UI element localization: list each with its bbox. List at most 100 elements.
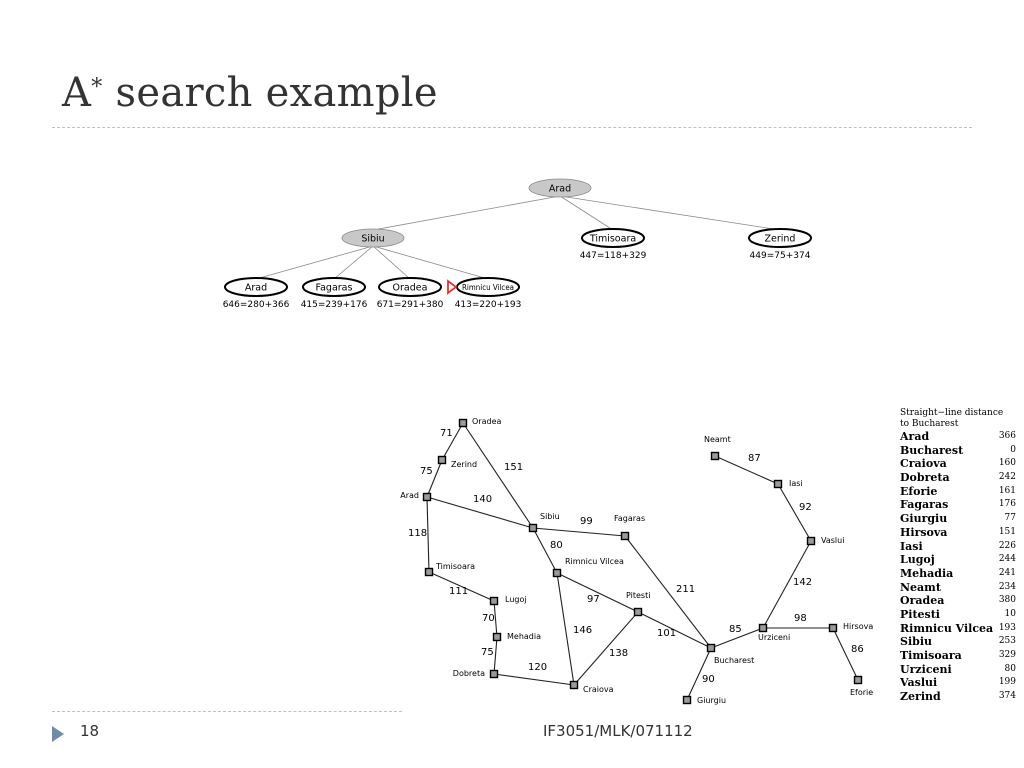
city-marker-icon	[492, 632, 502, 642]
city-label: Eforie	[850, 688, 873, 697]
tree-edge	[559, 195, 781, 231]
tree-node-oradea: Oradea 671=291+380	[377, 277, 444, 310]
title-divider	[52, 127, 972, 128]
tree-node-cost: 447=118+329	[580, 251, 647, 261]
distance-label: 86	[851, 644, 864, 655]
tree-edge	[372, 245, 489, 280]
city-label: Hirsova	[843, 622, 873, 631]
title-star: *	[91, 74, 103, 100]
city-marker-icon	[633, 607, 643, 617]
road	[441, 422, 464, 461]
tree-node-timisoara: Timisoara 447=118+329	[580, 228, 647, 261]
road	[686, 647, 712, 701]
tree-node-label: Sibiu	[361, 234, 384, 245]
distance-label: 111	[449, 586, 468, 597]
road	[532, 527, 626, 537]
table-distance: 77	[1004, 513, 1016, 524]
distance-label: 142	[793, 577, 812, 588]
distance-label: 138	[609, 648, 628, 659]
page-number: 18	[80, 722, 100, 740]
distance-label: 97	[587, 594, 600, 605]
distance-label: 90	[702, 674, 715, 685]
road	[762, 540, 812, 629]
road	[556, 572, 575, 686]
table-distance: 244	[998, 554, 1016, 565]
map-distance-labels: 71 75 151 140 118 111 70 75 120 99 80 97…	[408, 428, 864, 685]
search-tree: Arad Sibiu Timisoara 447=118+329 Zerind …	[223, 178, 812, 310]
table-city: Pitesti	[900, 607, 940, 621]
city-marker-icon	[528, 523, 538, 533]
footer-divider	[52, 711, 402, 712]
city-marker-icon	[706, 643, 716, 653]
road	[714, 455, 779, 485]
table-distance: 193	[998, 622, 1016, 633]
straight-line-distance-table: Straight−line distance to Bucharest Arad…	[900, 408, 1024, 704]
distance-label: 120	[528, 662, 547, 673]
city-label: Bucharest	[714, 656, 754, 665]
table-row: Lugoj 244	[900, 553, 1024, 567]
table-row: Vaslui 199	[900, 676, 1024, 690]
tree-node-root: Arad	[528, 178, 592, 198]
distance-label: 118	[408, 528, 427, 539]
title-a: A	[62, 70, 92, 116]
road	[462, 422, 534, 529]
tree-node-label: Arad	[245, 283, 267, 294]
distance-label: 211	[676, 584, 695, 595]
city-marker-icon	[437, 455, 447, 465]
city-marker-icon	[773, 479, 783, 489]
slide-marker-icon	[52, 726, 64, 742]
distance-label: 75	[481, 647, 494, 658]
tree-edge	[559, 195, 614, 231]
table-city: Lugoj	[900, 553, 935, 567]
city-label: Pitesti	[626, 591, 650, 600]
road	[493, 600, 498, 638]
table-city: Hirsova	[900, 525, 948, 539]
city-marker-icon	[422, 492, 432, 502]
city-marker-icon	[489, 669, 499, 679]
table-city: Bucharest	[900, 443, 964, 457]
tree-node-sibiu: Sibiu	[341, 228, 405, 248]
tree-node-cost: 646=280+366	[223, 300, 290, 310]
table-city: Vaslui	[900, 676, 938, 690]
map-roads	[426, 422, 859, 701]
city-label: Neamt	[704, 435, 731, 444]
title-rest: search example	[102, 70, 438, 116]
table-distance: 241	[998, 567, 1016, 578]
table-row: Pitesti 10	[900, 608, 1024, 622]
city-marker-icon	[620, 531, 630, 541]
table-distance: 10	[1004, 608, 1016, 619]
road	[532, 527, 558, 574]
city-label: Urziceni	[758, 633, 790, 642]
table-city: Neamt	[900, 580, 941, 594]
table-distance: 176	[998, 499, 1016, 510]
city-label: Oradea	[472, 417, 501, 426]
road	[426, 496, 430, 573]
tree-node-arad-2: Arad 646=280+366	[223, 277, 290, 310]
tree-node-label: Zerind	[765, 234, 796, 245]
table-distance: 253	[998, 636, 1016, 647]
table-distance: 380	[998, 595, 1016, 606]
table-distance: 199	[998, 677, 1016, 688]
table-city: Timisoara	[900, 649, 962, 662]
tree-node-cost: 449=75+374	[750, 251, 811, 261]
table-city: Arad	[900, 430, 930, 443]
road	[493, 636, 498, 675]
distance-label: 101	[657, 628, 676, 639]
table-city: Zerind	[900, 690, 941, 704]
road	[426, 459, 443, 498]
city-marker-icon	[758, 623, 768, 633]
distance-label: 99	[580, 516, 593, 527]
city-label: Craiova	[583, 685, 614, 694]
table-city: Urziceni	[900, 662, 952, 676]
